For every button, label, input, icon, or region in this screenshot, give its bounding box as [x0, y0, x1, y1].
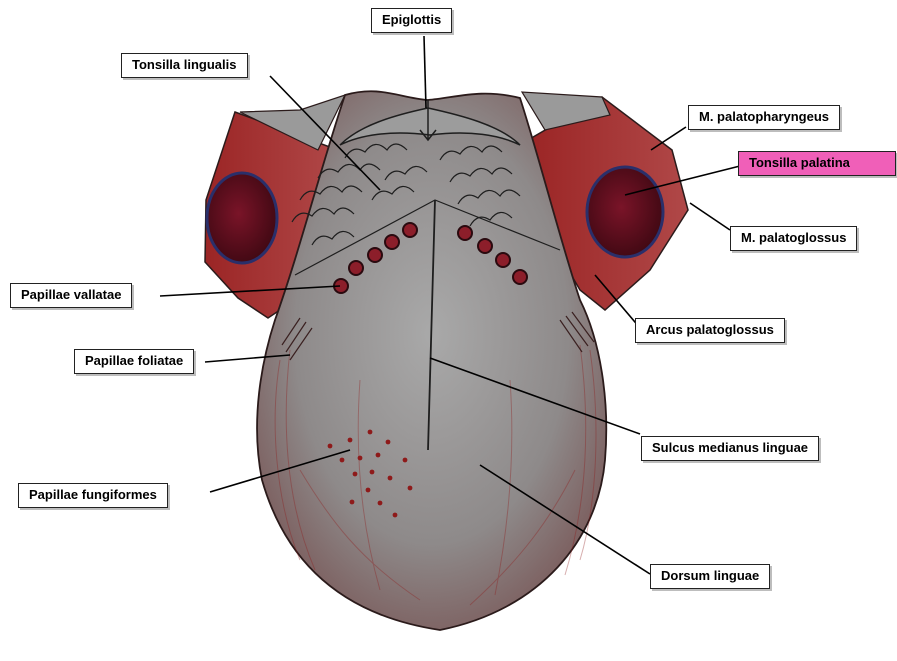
label-epiglottis: Epiglottis — [371, 8, 452, 33]
left-palatine-tonsil — [207, 173, 277, 263]
label-sulcus-medianus-linguae: Sulcus medianus linguae — [641, 436, 819, 461]
label-tonsilla-lingualis: Tonsilla lingualis — [121, 53, 248, 78]
label-dorsum-linguae: Dorsum linguae — [650, 564, 770, 589]
label-m-palatoglossus: M. palatoglossus — [730, 226, 857, 251]
label-papillae-vallatae: Papillae vallatae — [10, 283, 132, 308]
label-papillae-foliatae: Papillae foliatae — [74, 349, 194, 374]
label-tonsilla-palatina: Tonsilla palatina — [738, 151, 896, 176]
label-arcus-palatoglossus: Arcus palatoglossus — [635, 318, 785, 343]
label-m-palatopharyngeus: M. palatopharyngeus — [688, 105, 840, 130]
right-palatine-tonsil — [587, 167, 663, 257]
label-papillae-fungiformes: Papillae fungiformes — [18, 483, 168, 508]
